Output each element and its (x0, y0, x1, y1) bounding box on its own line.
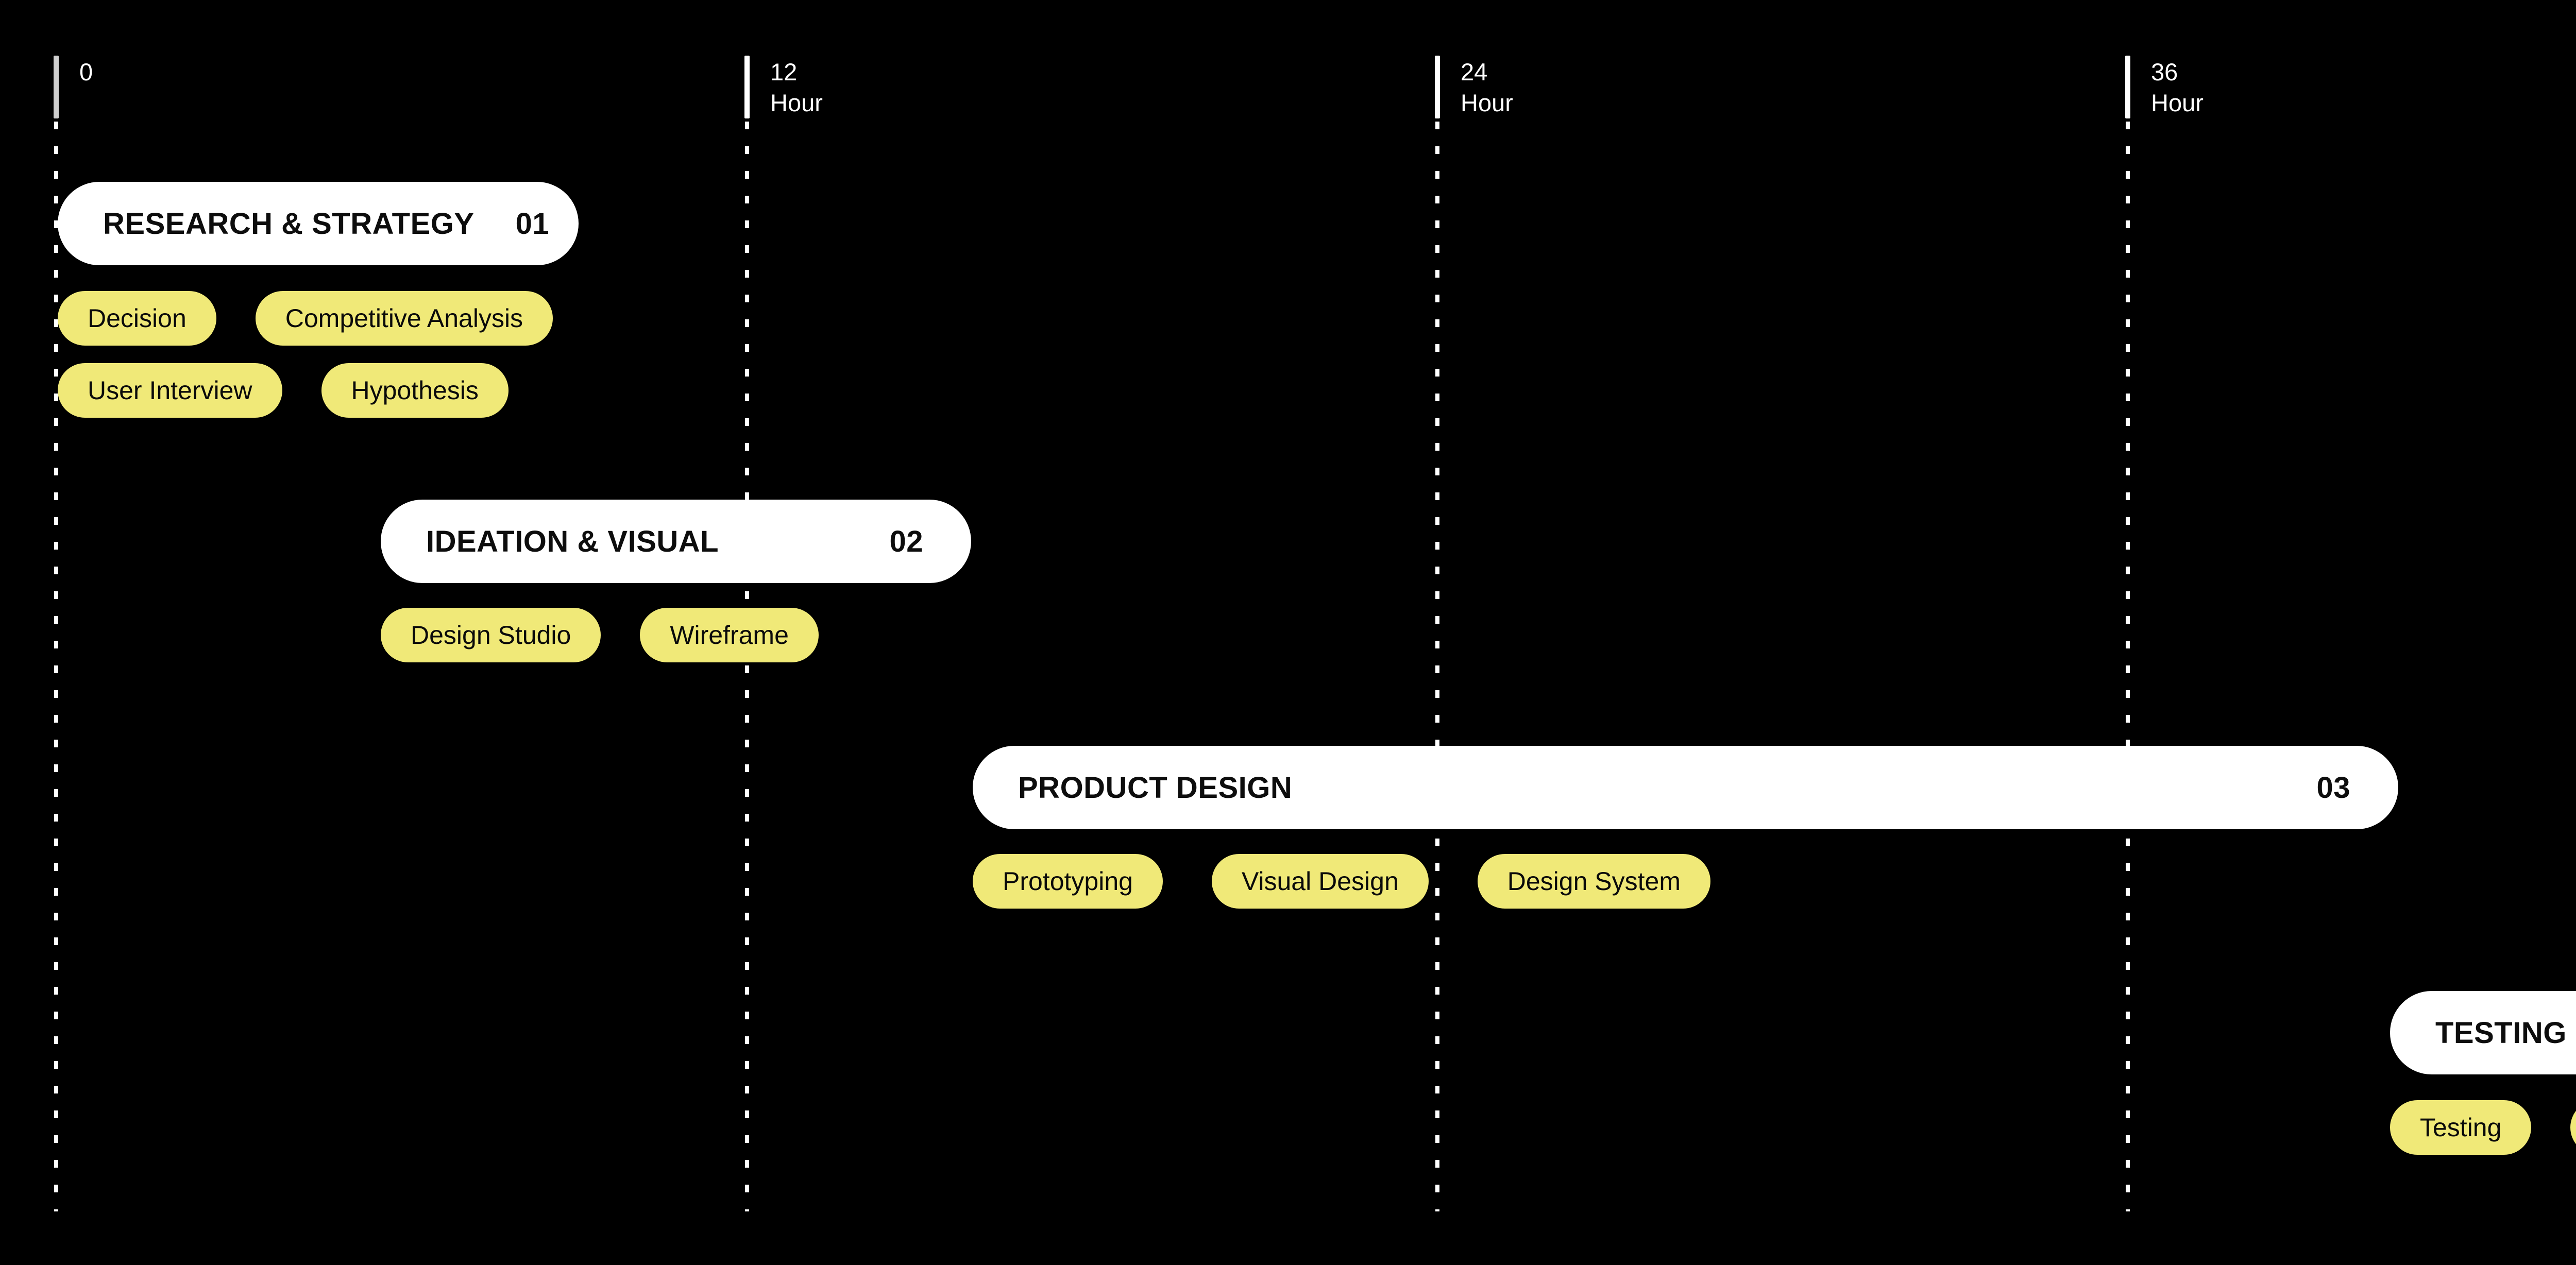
tag-finish-touches: Finish Touches (2570, 1100, 2576, 1155)
dashed-gridline (1435, 122, 1439, 1211)
tag-testing: Testing (2390, 1100, 2532, 1155)
tag-row: Testing Finish Touches (2390, 1100, 2576, 1155)
hour-value: 36 (2151, 58, 2178, 86)
phase-number: 03 (2316, 771, 2350, 805)
phase-product-design: PRODUCT DESIGN 03 Prototyping Visual Des… (973, 746, 2398, 909)
tag-visual-design: Visual Design (1211, 854, 1429, 909)
phase-ideation-visual: IDEATION & VISUAL 02 Design Studio Wiref… (381, 500, 971, 662)
tag-row: Decision Competitive Analysis (58, 291, 579, 346)
tag-user-interview: User Interview (58, 363, 282, 418)
tick-mark (1435, 56, 1440, 118)
phase-card: PRODUCT DESIGN 03 (973, 746, 2398, 829)
hour-label: 12 Hour (770, 57, 823, 118)
tag-row: Design Studio Wireframe (381, 608, 971, 662)
dashed-gridline (54, 122, 58, 1211)
tag-row: User Interview Hypothesis (58, 363, 579, 418)
phase-title: TESTING & REFINING (2435, 1016, 2576, 1050)
phase-title: RESEARCH & STRATEGY (103, 207, 474, 241)
tick-mark (54, 56, 59, 118)
hour-label: 24 Hour (1461, 57, 1513, 118)
hour-unit: Hour (2151, 89, 2204, 116)
phase-title: IDEATION & VISUAL (426, 524, 719, 558)
tag-wireframe: Wireframe (640, 608, 819, 662)
phase-card: IDEATION & VISUAL 02 (381, 500, 971, 583)
phase-card: TESTING & REFINING 04 (2390, 991, 2576, 1074)
tag-design-system: Design System (1477, 854, 1710, 909)
tag-design-studio: Design Studio (381, 608, 601, 662)
phase-number: 01 (515, 207, 550, 241)
phase-title: PRODUCT DESIGN (1018, 771, 1293, 805)
phase-card: RESEARCH & STRATEGY 01 (58, 182, 579, 265)
tag-competitive-analysis: Competitive Analysis (255, 291, 553, 346)
hour-unit: Hour (770, 89, 823, 116)
phase-testing-refining: TESTING & REFINING 04 Testing Finish Tou… (2390, 991, 2576, 1155)
tag-decision: Decision (58, 291, 216, 346)
hour-value: 24 (1461, 58, 1488, 86)
phase-number: 02 (889, 524, 923, 558)
tick-mark (2125, 56, 2130, 118)
hour-label: 0 (79, 57, 93, 88)
hour-label: 36 Hour (2151, 57, 2204, 118)
hour-unit: Hour (1461, 89, 1513, 116)
tick-mark (744, 56, 750, 118)
dashed-gridline (745, 122, 749, 1211)
hour-value: 12 (770, 58, 798, 86)
phase-research-strategy: RESEARCH & STRATEGY 01 Decision Competit… (58, 182, 579, 418)
tag-prototyping: Prototyping (973, 854, 1163, 909)
tag-row: Prototyping Visual Design Design System (973, 854, 2398, 909)
hour-value: 0 (79, 58, 93, 86)
dashed-gridline (2126, 122, 2130, 1211)
tag-hypothesis: Hypothesis (321, 363, 509, 418)
